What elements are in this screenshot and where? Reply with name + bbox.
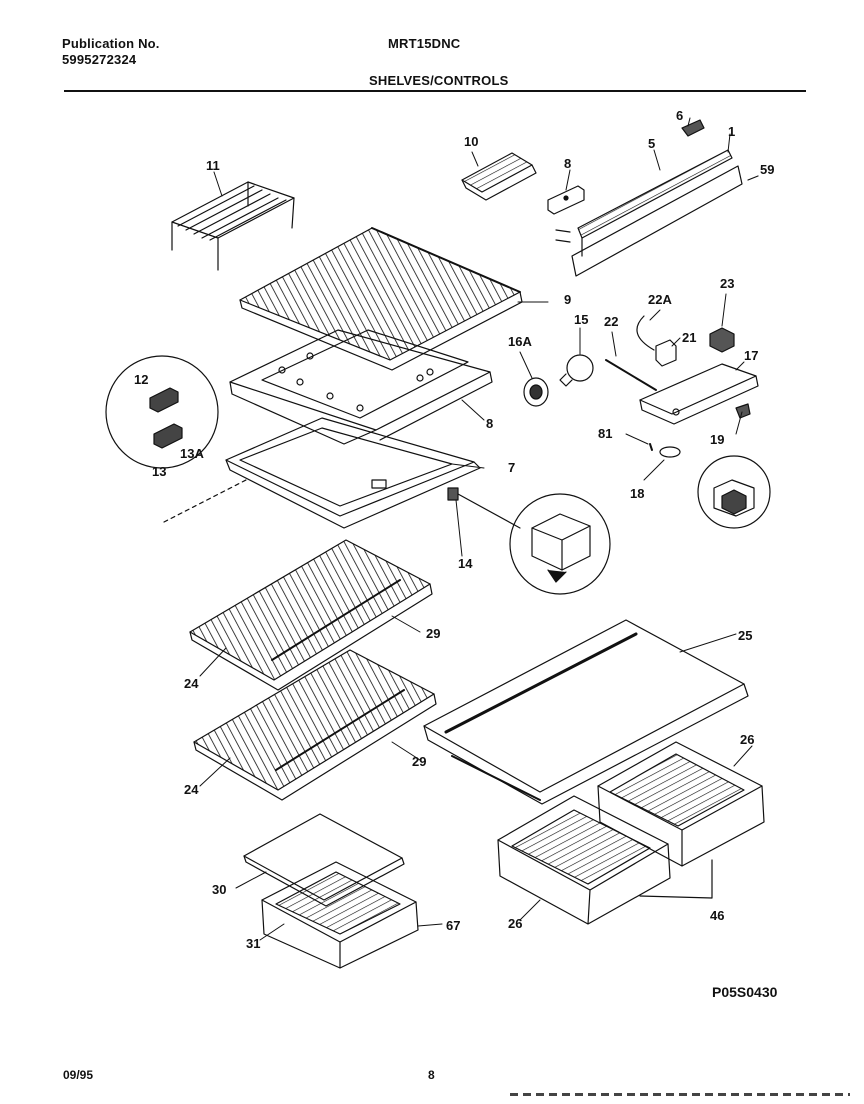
part-59-screw [747, 175, 759, 181]
callout-24-upper: 24 [184, 676, 199, 691]
callout-31: 31 [246, 936, 260, 951]
callout-81: 81 [598, 426, 612, 441]
callout-7: 7 [508, 460, 515, 475]
callout-25: 25 [738, 628, 752, 643]
part-14-switch [447, 487, 611, 595]
part-9-top-shelf [239, 227, 523, 371]
callout-29-upper: 29 [426, 626, 440, 641]
callout-8: 8 [486, 416, 493, 431]
part-26-crisper-right [597, 741, 765, 867]
callout-1: 1 [728, 124, 735, 139]
callout-8-top: 8 [564, 156, 571, 171]
part-5-trim-strip [555, 149, 743, 277]
publication-number: 5995272324 [62, 52, 137, 67]
callout-22a: 22A [648, 292, 672, 307]
header-rule [64, 90, 806, 92]
scan-edge-artifact [510, 1093, 850, 1096]
callout-5: 5 [648, 136, 655, 151]
callout-46: 46 [710, 908, 724, 923]
part-18-knob [659, 446, 681, 458]
callout-26-left: 26 [508, 916, 522, 931]
part-22a-wire [636, 315, 655, 351]
callout-9: 9 [564, 292, 571, 307]
callout-15: 15 [574, 312, 588, 327]
callout-24-lower: 24 [184, 782, 199, 797]
callout-18: 18 [630, 486, 644, 501]
part-21-connector [655, 339, 677, 367]
detail-circle-19 [697, 403, 771, 529]
page-number: 8 [428, 1068, 435, 1082]
part-26-crisper-left [497, 795, 671, 925]
model-number: MRT15DNC [388, 36, 461, 51]
leader-lines [199, 117, 753, 941]
part-17-control-housing [639, 363, 759, 425]
detail-circle-12-13 [105, 355, 219, 469]
callout-17: 17 [744, 348, 758, 363]
part-23-thermostat [709, 327, 735, 353]
part-8-bracket [547, 185, 585, 215]
part-81-screw [649, 443, 653, 451]
part-7-tray [225, 417, 481, 529]
callout-21: 21 [682, 330, 696, 345]
part-11-wire-rack [171, 181, 295, 271]
callout-13: 13 [152, 464, 166, 479]
callout-16a: 16A [508, 334, 532, 349]
part-29-shelf-lower [193, 649, 437, 801]
part-6-clip [681, 119, 705, 137]
callout-11: 11 [206, 158, 220, 173]
part-8-shelf-frame [229, 329, 493, 445]
leader-46 [639, 859, 713, 899]
part-31-meat-pan [261, 861, 419, 969]
part-25-crisper-cover [423, 619, 749, 805]
callout-22: 22 [604, 314, 618, 329]
revision-date: 09/95 [63, 1068, 94, 1082]
callout-14: 14 [458, 556, 473, 571]
callout-labels: 1 5 6 8 59 10 11 9 22A 23 15 16A 22 21 1… [134, 108, 774, 951]
callout-59: 59 [760, 162, 774, 177]
callout-13a: 13A [180, 446, 204, 461]
callout-12: 12 [134, 372, 148, 387]
part-15-bulb [559, 354, 594, 387]
section-title: SHELVES/CONTROLS [369, 73, 509, 88]
callout-30: 30 [212, 882, 226, 897]
part-10-ice-tray [461, 152, 537, 201]
callout-26-right: 26 [740, 732, 754, 747]
callout-19: 19 [710, 432, 724, 447]
callout-6: 6 [676, 108, 683, 123]
part-22-tube [605, 359, 657, 391]
drawing-code: P05S0430 [712, 984, 778, 1000]
part-16a-socket [523, 377, 549, 407]
part-29-shelf-upper [189, 539, 433, 691]
callout-10: 10 [464, 134, 478, 149]
callout-29-lower: 29 [412, 754, 426, 769]
publication-label: Publication No. [62, 36, 160, 51]
callout-23: 23 [720, 276, 734, 291]
callout-67: 67 [446, 918, 460, 933]
leader-13 [163, 479, 247, 523]
